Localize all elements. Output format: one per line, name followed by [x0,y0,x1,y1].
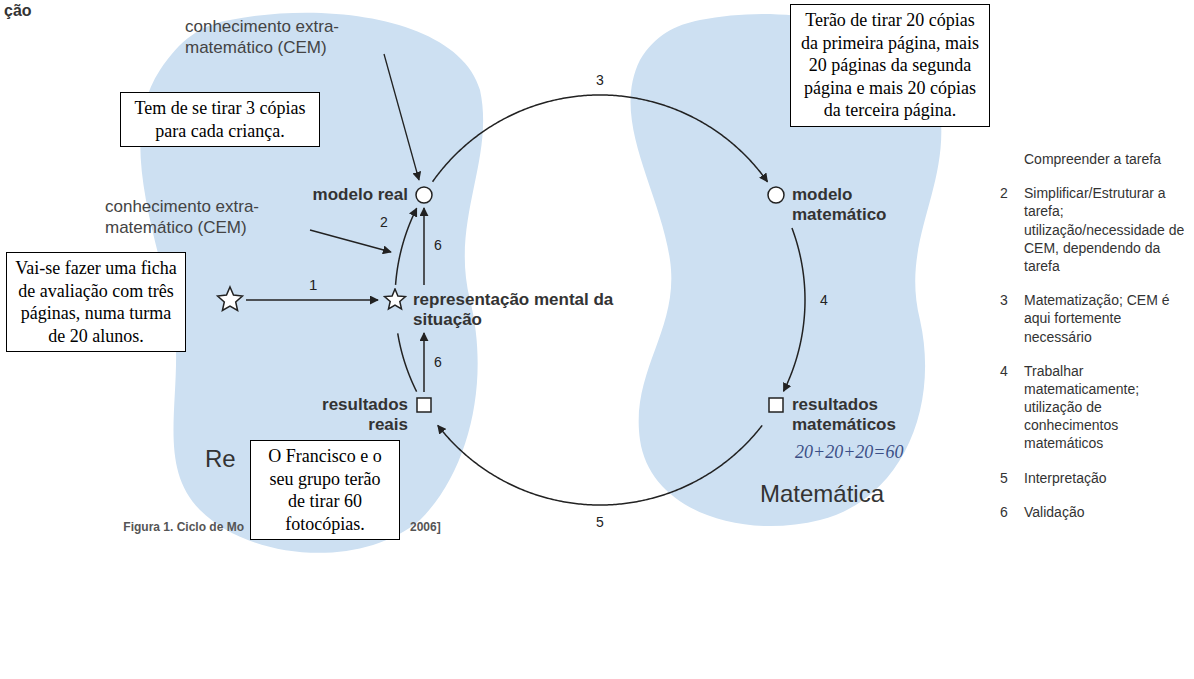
step-number: 5 [596,514,604,530]
step-number: 6 [434,237,442,253]
circle-symbol [416,187,432,203]
step-number: 3 [1000,291,1008,309]
step-number: 3 [596,72,604,88]
leader-arrow [384,54,419,180]
stage-label: modelo matemático [792,185,902,225]
stage-label: modelo real [298,185,408,205]
step-description: Simplificar/Estruturar a tarefa; utiliza… [1024,184,1190,275]
stage-text: resultados reais [298,395,408,435]
cycle-arrow [423,333,425,392]
stage-label: resultados reais [298,395,408,435]
circle-symbol [768,187,784,203]
model-stage: representação mental da situação [383,288,618,330]
knowledge-label: conhecimento extra-matemático (CEM) [185,16,385,59]
callout-box: Terão de tirar 20 cópias da primeira pág… [790,4,990,127]
callout-text: O Francisco e o seu grupo terão de tirar… [259,445,391,535]
stage-label: resultados matemáticos [792,395,912,435]
square-symbol [417,398,431,412]
stage-text: modelo real [298,185,408,205]
cycle-arrow [438,425,762,505]
callout-text: Vai-se fazer uma ficha de avaliação com … [15,257,177,347]
step-arrow [246,299,378,301]
square-icon [766,395,786,415]
step-number: 4 [1000,362,1008,380]
heading-fragment: ção [4,2,32,20]
cycle-arrow [396,208,417,285]
leader-arrow [310,230,391,252]
step-number: 6 [1000,503,1008,521]
model-stage: modelo matemático [766,185,902,225]
step-description: Interpretação [1024,469,1190,487]
cycle-arrow [398,333,417,391]
model-stage: resultados matemáticos [766,395,912,435]
stage-text: representação mental da situação [413,288,618,330]
step-description: Validação [1024,503,1190,521]
cycle-arrow [433,95,768,182]
knowledge-label: conhecimento extra-matemático (CEM) [105,196,305,239]
stage-text: modelo matemático [792,185,902,225]
callout-box: Vai-se fazer uma ficha de avaliação com … [6,252,186,352]
square-symbol [769,398,783,412]
callout-box: Tem de se tirar 3 cópias para cada crian… [120,92,320,147]
step-number: 2 [1000,184,1008,202]
stage-label: representação mental da situação [413,290,618,330]
handwritten-result: 20+20+20=60 [795,442,903,463]
square-icon [414,395,434,415]
model-stage: modelo real [298,185,434,205]
step-description: Trabalhar matematicamente; utilização de… [1024,362,1190,453]
cycle-arrow [784,228,805,391]
caption-fragment: 2006] [410,520,441,534]
step-description: Matematização; CEM é aqui fortemente nec… [1024,291,1190,346]
star-icon [383,288,407,312]
region-label: Matemática [760,480,884,508]
circle-icon [766,185,786,205]
callout-box: O Francisco e o seu grupo terão de tirar… [250,440,400,540]
real-situation-star [218,287,243,311]
step-number: 4 [820,292,828,308]
callout-text: Terão de tirar 20 cópias da primeira pág… [799,9,981,122]
caption-fragment: Figura 1. Ciclo de Mo [54,520,244,534]
stage-text: resultados matemáticos [792,395,912,435]
circle-icon [414,185,434,205]
cycle-arrow [423,208,425,285]
step-description: Compreender a tarefa [1024,150,1190,168]
star-symbol [385,289,406,309]
model-stage: resultados reais [298,395,434,435]
step-number: 2 [380,214,388,230]
region-label: Re [205,445,236,473]
step-number: 6 [434,354,442,370]
step-number: 1 [309,276,317,293]
step-number: 5 [1000,469,1008,487]
callout-text: Tem de se tirar 3 cópias para cada crian… [129,97,311,142]
